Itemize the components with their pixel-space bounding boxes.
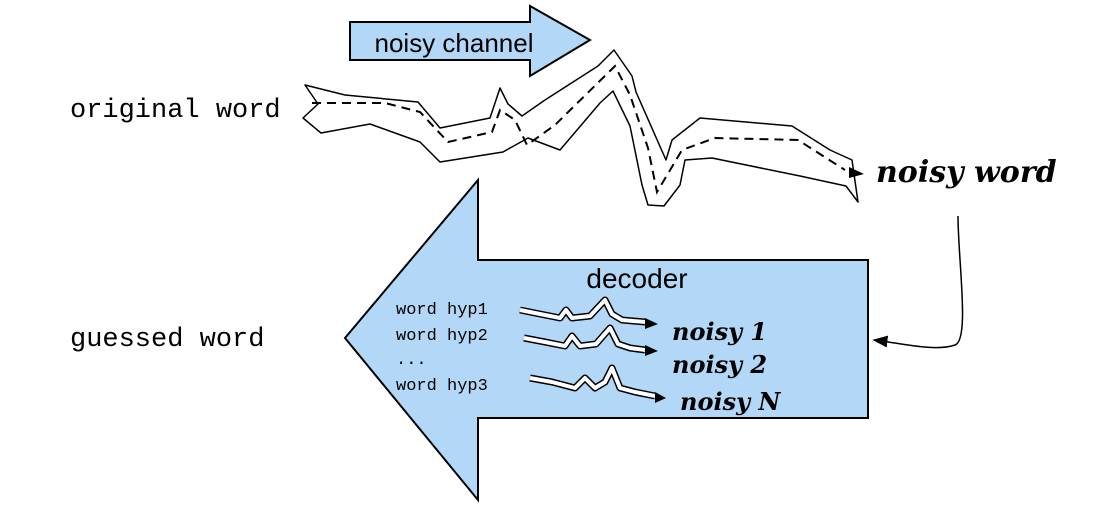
channel-zigzag: [302, 49, 864, 207]
hypothesis-zigzag-3-fill: [529, 366, 656, 398]
decoder-arrow-shape: [343, 177, 869, 503]
hypothesis-zigzag-3-arrowhead: [655, 392, 666, 403]
hypothesis-1: word hyp1: [396, 301, 488, 320]
hypothesis-zigzag-2-fill: [523, 326, 646, 352]
noisy-word-label: noisy word: [876, 155, 1057, 190]
feedback-connector: [872, 215, 964, 349]
hypothesis-zigzag-1-fill: [519, 298, 646, 324]
hypothesis-zigzag-2-arrowhead: [645, 345, 658, 356]
hypothesis-2: word hyp2: [396, 327, 488, 346]
decoder-arrow: decoder: [343, 177, 869, 503]
noisy-output-1: noisy 1: [672, 317, 767, 346]
hypothesis-zigzag-3: [529, 364, 666, 403]
hypothesis-ellipsis: ...: [396, 351, 427, 370]
hypothesis-zigzag-1: [519, 296, 658, 329]
channel-zigzag-outline: [302, 49, 859, 207]
noisy-output-2: noisy 2: [672, 350, 767, 379]
channel-arrowhead: [849, 167, 864, 178]
hypothesis-zigzag-2: [523, 324, 658, 356]
noisy-channel-arrow: noisy channel: [349, 4, 592, 78]
original-word-label: original word: [70, 96, 281, 126]
decoder-label: decoder: [586, 263, 687, 294]
hypothesis-zigzag-1-arrowhead: [645, 318, 658, 329]
guessed-word-label: guessed word: [70, 325, 264, 355]
noisy-output-n: noisy N: [680, 387, 781, 416]
channel-dashed-path: [312, 64, 846, 195]
noisy-channel-arrow-shape: [349, 4, 592, 78]
noisy-channel-label: noisy channel: [375, 28, 534, 58]
hypothesis-3: word hyp3: [396, 377, 488, 396]
